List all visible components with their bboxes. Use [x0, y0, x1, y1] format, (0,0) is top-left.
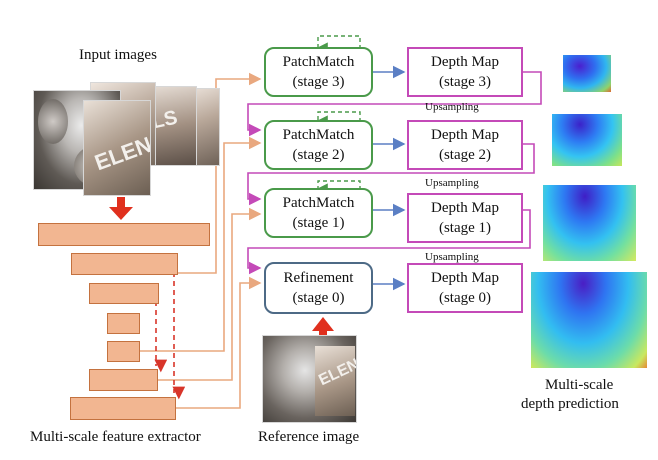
- feature-layer-1: [38, 223, 210, 246]
- feature-connector-stage0: [176, 276, 262, 409]
- depth-map-name: Depth Map: [431, 127, 499, 143]
- upsampling-label-1: Upsampling: [425, 101, 479, 113]
- depth-map-name: Depth Map: [431, 54, 499, 70]
- feature-layer-7: [70, 397, 176, 420]
- feature-connector-stage3: [167, 72, 262, 274]
- depth-map-stage: (stage 2): [438, 147, 492, 163]
- feature-layer-5: [107, 341, 140, 362]
- depth-prediction-stage3: [563, 55, 611, 92]
- photo-lettering: ELEN: [91, 131, 151, 176]
- upsampling-connectors: [247, 71, 542, 275]
- depth-map-stage2: Depth Map (stage 2): [407, 120, 523, 170]
- feature-layer-2: [71, 253, 178, 275]
- feature-connector-stage2: [140, 136, 262, 352]
- depth-map-stage: (stage 1): [438, 220, 492, 236]
- patchmatch-stage2: PatchMatch (stage 2): [264, 120, 373, 170]
- multiscale-label-line1: Multi-scale: [545, 377, 614, 393]
- depth-map-stage: (stage 0): [438, 290, 492, 306]
- feature-extractor-label: Multi-scale feature extractor: [30, 429, 201, 445]
- depth-map-stage0: Depth Map (stage 0): [407, 263, 523, 313]
- patchmatch-iteration-loops: [316, 35, 361, 195]
- patchmatch-name: PatchMatch: [282, 54, 355, 70]
- depth-map-stage3: Depth Map (stage 3): [407, 47, 523, 97]
- upsampling-label-3: Upsampling: [425, 251, 479, 263]
- upsampling-label-2: Upsampling: [425, 177, 479, 189]
- refinement-stage: (stage 0): [292, 290, 345, 306]
- depth-map-name: Depth Map: [431, 200, 499, 216]
- input-down-arrow: [109, 197, 133, 220]
- patchmatch-stage: (stage 3): [292, 74, 345, 90]
- patchmatch-stage3: PatchMatch (stage 3): [264, 47, 373, 97]
- refinement-stage0: Refinement (stage 0): [264, 262, 373, 314]
- feature-layer-3: [89, 283, 159, 304]
- depth-prediction-stage1: [543, 185, 636, 261]
- input-images-label: Input images: [79, 47, 157, 63]
- depth-map-stage1: Depth Map (stage 1): [407, 193, 523, 243]
- patchmatch-to-depth-arrows: [373, 65, 406, 291]
- feature-layer-4: [107, 313, 140, 334]
- patchmatch-stage1: PatchMatch (stage 1): [264, 188, 373, 238]
- patchmatch-stage: (stage 1): [292, 215, 345, 231]
- feature-layer-6: [89, 369, 158, 391]
- depth-map-stage: (stage 3): [438, 74, 492, 90]
- feature-connector-stage1: [158, 207, 262, 381]
- refinement-name: Refinement: [283, 270, 354, 286]
- depth-prediction-stage2: [552, 114, 622, 166]
- depth-map-name: Depth Map: [431, 270, 499, 286]
- input-image-front: ELEN: [83, 100, 151, 196]
- patchmatch-stage: (stage 2): [292, 147, 345, 163]
- multiscale-label-line2: depth prediction: [521, 396, 619, 412]
- reference-image: ELEN: [262, 335, 357, 423]
- depth-prediction-stage0: [531, 272, 647, 368]
- patchmatch-name: PatchMatch: [282, 195, 355, 211]
- reference-image-label: Reference image: [258, 429, 360, 445]
- patchmatch-name: PatchMatch: [282, 127, 355, 143]
